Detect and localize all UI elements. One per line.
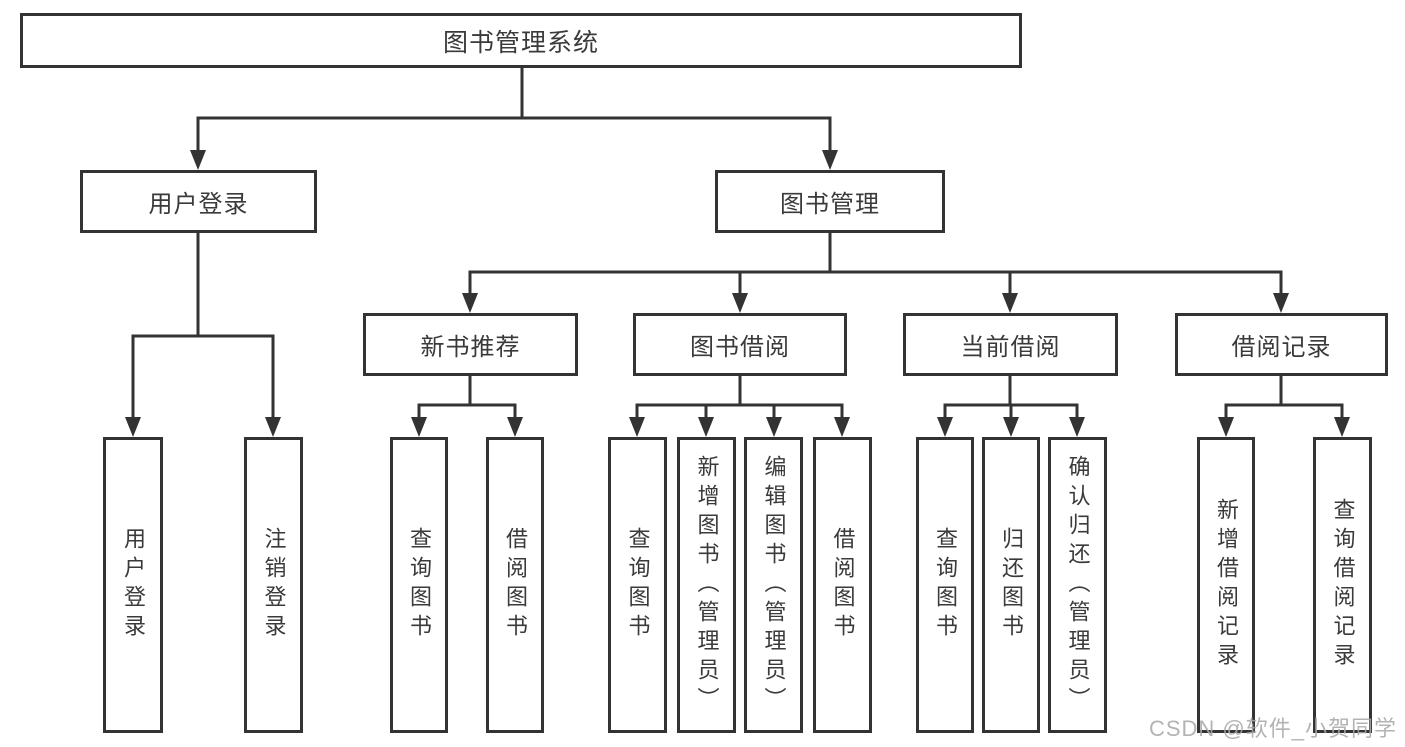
node-query-books-1: 查询图书 bbox=[390, 437, 448, 733]
node-label: 借阅图书 bbox=[830, 527, 856, 643]
csdn-watermark: CSDN @软件_小贺同学 bbox=[1148, 716, 1397, 741]
node-logout: 注销登录 bbox=[244, 437, 303, 733]
node-label: 图书管理 bbox=[780, 191, 880, 218]
node-book-management: 图书管理 bbox=[715, 170, 945, 233]
connector-book-management-to-level3 bbox=[462, 231, 1289, 313]
node-add-book-admin: 新增图书（管理员） bbox=[677, 437, 736, 733]
node-add-borrow-record: 新增借阅记录 bbox=[1197, 437, 1255, 733]
node-new-book-recommendation: 新书推荐 bbox=[363, 313, 578, 376]
node-borrowing-records: 借阅记录 bbox=[1175, 313, 1388, 376]
node-query-books-2: 查询图书 bbox=[608, 437, 667, 733]
node-borrow-books-2: 借阅图书 bbox=[813, 437, 872, 733]
node-current-borrowing: 当前借阅 bbox=[903, 313, 1118, 376]
connector-borrowing-records-to-leaves bbox=[1218, 374, 1350, 437]
node-label: 图书管理系统 bbox=[442, 28, 599, 57]
node-confirm-return-admin: 确认归还（管理员） bbox=[1048, 437, 1107, 733]
node-label: 确认归还（管理员） bbox=[1065, 454, 1091, 716]
connector-book-borrowing-to-leaves bbox=[629, 374, 850, 437]
node-label: 用户登录 bbox=[148, 191, 249, 218]
node-query-borrow-record: 查询借阅记录 bbox=[1313, 437, 1372, 733]
node-user-login-leaf: 用户登录 bbox=[103, 437, 163, 733]
node-borrow-books-1: 借阅图书 bbox=[486, 437, 544, 733]
node-label: 当前借阅 bbox=[960, 334, 1061, 361]
node-label: 查询图书 bbox=[625, 527, 651, 643]
node-query-books-3: 查询图书 bbox=[916, 437, 974, 733]
node-edit-book-admin: 编辑图书（管理员） bbox=[744, 437, 803, 733]
connector-new-book-recommendation-to-leaves bbox=[411, 374, 523, 437]
node-label: 注销登录 bbox=[261, 527, 287, 643]
node-label: 借阅图书 bbox=[503, 527, 528, 643]
node-label: 用户登录 bbox=[121, 527, 146, 643]
connector-root-to-level2 bbox=[190, 65, 838, 170]
node-label: 图书借阅 bbox=[690, 334, 790, 361]
node-label: 编辑图书（管理员） bbox=[761, 454, 787, 716]
node-user-login: 用户登录 bbox=[80, 170, 317, 233]
connector-user-login-to-leaves bbox=[125, 231, 281, 437]
node-label: 归还图书 bbox=[999, 527, 1024, 643]
node-label: 查询图书 bbox=[407, 527, 432, 643]
node-label: 查询借阅记录 bbox=[1330, 498, 1356, 672]
node-return-books: 归还图书 bbox=[982, 437, 1040, 733]
node-label: 新书推荐 bbox=[420, 334, 521, 361]
node-label: 新增图书（管理员） bbox=[694, 454, 720, 716]
node-library-system: 图书管理系统 bbox=[20, 13, 1022, 68]
connector-current-borrowing-to-leaves bbox=[937, 374, 1085, 437]
node-label: 借阅记录 bbox=[1231, 334, 1332, 361]
node-label: 新增借阅记录 bbox=[1214, 498, 1239, 672]
node-label: 查询图书 bbox=[933, 527, 958, 643]
node-book-borrowing: 图书借阅 bbox=[633, 313, 847, 376]
